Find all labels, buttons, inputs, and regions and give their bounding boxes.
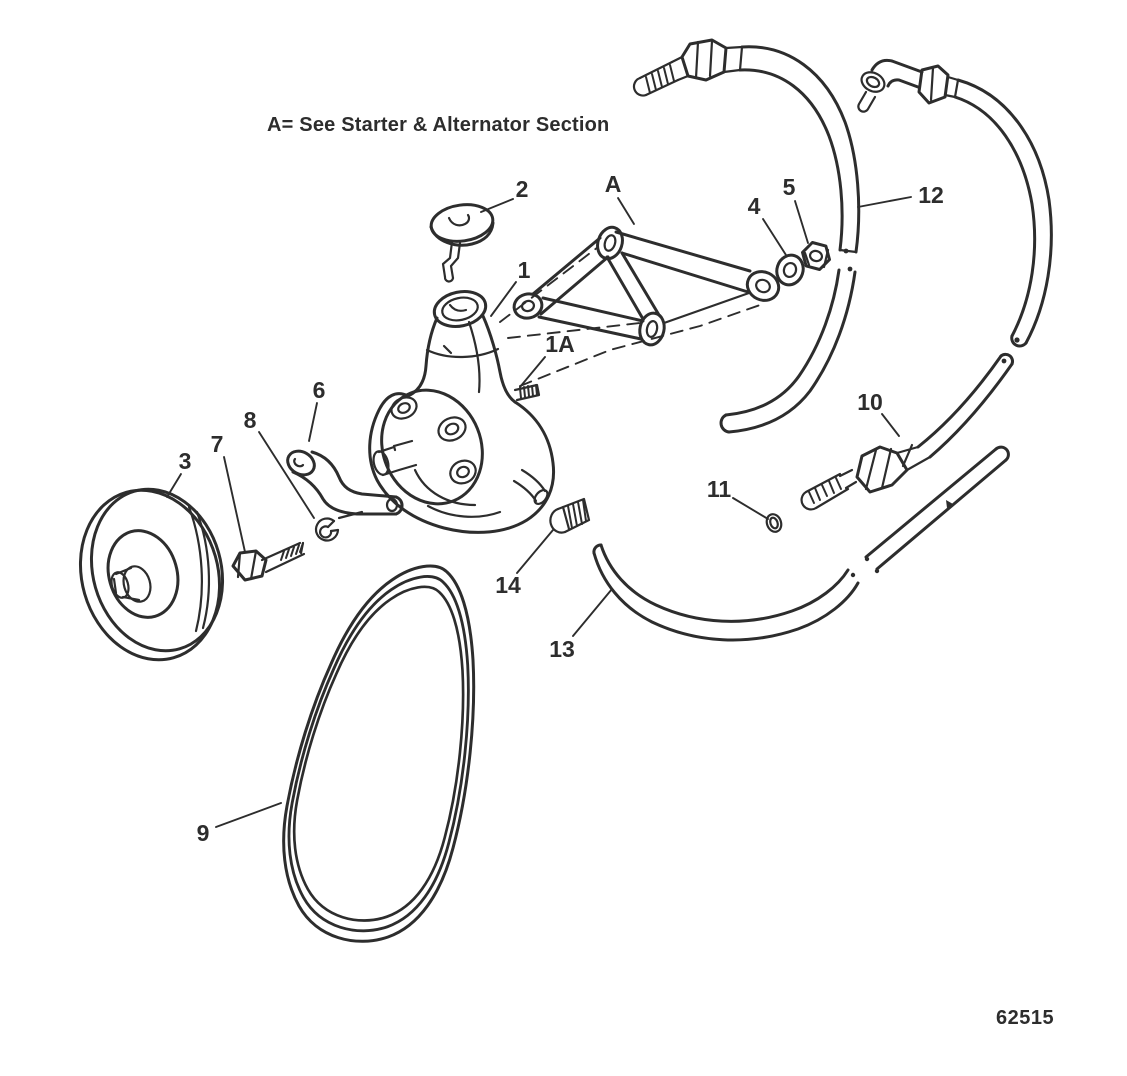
callout-3: 3 — [179, 448, 192, 474]
pulley — [78, 487, 225, 662]
leader-6 — [308, 402, 318, 442]
callout-10: 10 — [857, 389, 883, 415]
leader-1 — [490, 281, 517, 317]
callout-7: 7 — [211, 431, 224, 457]
leader-1A — [519, 356, 546, 388]
leader-8 — [258, 431, 315, 519]
callout-14: 14 — [495, 572, 521, 598]
note-text: A= See Starter & Alternator Section — [267, 114, 610, 136]
nut-5 — [801, 241, 831, 271]
callout-A: A — [605, 171, 622, 197]
leader-7 — [223, 456, 246, 553]
callout-5: 5 — [783, 174, 796, 200]
leader-5 — [794, 200, 809, 244]
leader-9 — [215, 802, 282, 828]
hose-10 — [800, 352, 1014, 511]
leader-3 — [166, 473, 182, 498]
power-steering-pump — [368, 290, 556, 534]
o-ring-11 — [765, 513, 783, 533]
callout-6: 6 — [313, 377, 326, 403]
leader-11 — [732, 497, 769, 520]
callout-11: 11 — [707, 476, 732, 502]
callout-13: 13 — [549, 636, 575, 662]
washer-4 — [775, 253, 805, 287]
callout-1: 1 — [518, 257, 531, 283]
hose-12 — [632, 38, 861, 434]
leader-12 — [857, 196, 912, 208]
hose-10-upper-elbow — [857, 58, 1053, 348]
leader-13 — [572, 588, 613, 637]
callout-layer: 2 A 45 12 1 1A 6 873 10 11 14 13 9 — [166, 171, 944, 846]
filler-cap — [429, 203, 495, 283]
bracket-arm-6 — [286, 449, 404, 516]
alignment-dashes — [499, 246, 761, 387]
mounting-stud-1a — [513, 383, 541, 402]
leader-2 — [480, 198, 514, 213]
leader-A — [617, 197, 635, 225]
lock-washer-8 — [314, 510, 364, 542]
callout-8: 8 — [244, 407, 257, 433]
leader-10 — [881, 413, 900, 437]
leader-4 — [762, 218, 787, 256]
callout-12: 12 — [918, 182, 944, 208]
hose-13 — [592, 445, 1010, 642]
mounting-bracket — [512, 225, 781, 347]
fitting-14 — [549, 497, 591, 534]
callout-9: 9 — [197, 820, 210, 846]
callout-2: 2 — [516, 176, 529, 202]
drawing-number: 62515 — [996, 1007, 1055, 1029]
callout-1A: 1A — [545, 331, 574, 357]
bolt-7 — [231, 541, 306, 582]
callout-4: 4 — [748, 193, 761, 219]
leader-14 — [516, 529, 554, 574]
drive-belt — [282, 564, 476, 943]
